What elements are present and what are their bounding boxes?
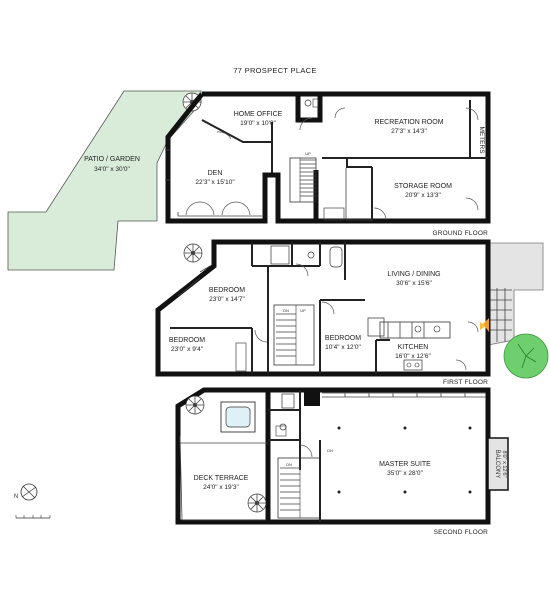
patio-garden-dims: 34'0" x 30'0" <box>94 166 130 173</box>
bedroom-c-name: BEDROOM <box>325 335 361 342</box>
living-dining-name: LIVING / DINING <box>387 271 440 278</box>
deck-spiral-stair-icon <box>185 395 205 415</box>
home-office-dims: 19'0" x 10'0" <box>240 120 276 127</box>
first-outline <box>155 239 491 377</box>
second-hall-dn-marker: DN <box>327 448 333 453</box>
balcony-name: BALCONY <box>494 450 500 479</box>
ground-stair-treads <box>299 158 316 202</box>
recreation-room-name: RECREATION ROOM <box>374 119 443 126</box>
first-floor: DN UP BEDROOM 23'0" x 14'7" BEDROOM 23'0… <box>155 239 549 386</box>
storage-room-name: STORAGE ROOM <box>394 183 452 190</box>
den-dims: 22'3" x 15'10" <box>195 179 235 186</box>
columns <box>337 426 472 494</box>
second-stair-dn-marker: DN <box>286 462 292 467</box>
deck-terrace-name: DECK TERRACE <box>194 475 249 482</box>
rec-storage-partition <box>322 157 470 221</box>
meters-label: METERS <box>478 126 485 154</box>
balcony-area <box>487 437 509 491</box>
compass-north-label: N <box>14 494 18 500</box>
recreation-room-dims: 27'3" x 14'3" <box>391 128 427 135</box>
fireplace-icon <box>480 318 489 332</box>
bedroom-a-dims: 23'0" x 14'7" <box>209 296 245 303</box>
home-office-name: HOME OFFICE <box>234 111 283 118</box>
compass-icon: N <box>14 483 38 501</box>
second-floor: DN DN BALCONY 8'0" x 12'6" DECK TERRACE … <box>175 387 509 536</box>
first-spiral-stair-icon <box>183 243 203 263</box>
office-partition <box>201 119 273 175</box>
patio-garden-name: PATIO / GARDEN <box>84 156 140 163</box>
first-stair-dn-marker: DN <box>283 308 289 313</box>
bedroom-a-name: BEDROOM <box>209 287 245 294</box>
bedroom-b-name: BEDROOM <box>169 337 205 344</box>
ground-floor-label: GROUND FLOOR <box>433 230 489 237</box>
deck-terrace-dims: 24'0" x 19'3" <box>203 484 239 491</box>
patio-garden-area <box>7 90 202 271</box>
second-stair-treads <box>280 458 301 518</box>
ground-floor: UP METERS PATIO / GARDEN 34'0" x 30'0" H… <box>7 90 491 271</box>
den-name: DEN <box>208 170 223 177</box>
master-suite-dims: 35'0" x 28'0" <box>387 470 423 477</box>
master-suite-name: MASTER SUITE <box>379 461 431 468</box>
bedroom-b-dims: 23'0" x 9'4" <box>171 346 204 353</box>
kitchen-name: KITCHEN <box>398 344 429 351</box>
scale-bar <box>15 515 51 519</box>
first-stair-up-marker: UP <box>300 308 306 313</box>
living-dining-dims: 30'6" x 15'6" <box>396 280 432 287</box>
balcony-dims: 8'0" x 12'6" <box>501 450 507 477</box>
deck-spiral-stair-icon-2 <box>247 493 267 513</box>
storage-room-dims: 20'9" x 13'3" <box>405 192 441 199</box>
hot-tub-icon <box>220 401 256 433</box>
ground-stair-up-marker: UP <box>305 151 311 156</box>
first-floor-label: FIRST FLOOR <box>443 379 488 386</box>
second-floor-label: SECOND FLOOR <box>434 529 489 536</box>
kitchen-dims: 16'0" x 12'6" <box>395 353 431 360</box>
plan-title: 77 PROSPECT PLACE <box>233 66 316 75</box>
first-stair-treads <box>276 305 297 365</box>
tree-icon <box>503 333 549 379</box>
bedroom-c-dims: 10'4" x 12'0" <box>325 344 361 351</box>
